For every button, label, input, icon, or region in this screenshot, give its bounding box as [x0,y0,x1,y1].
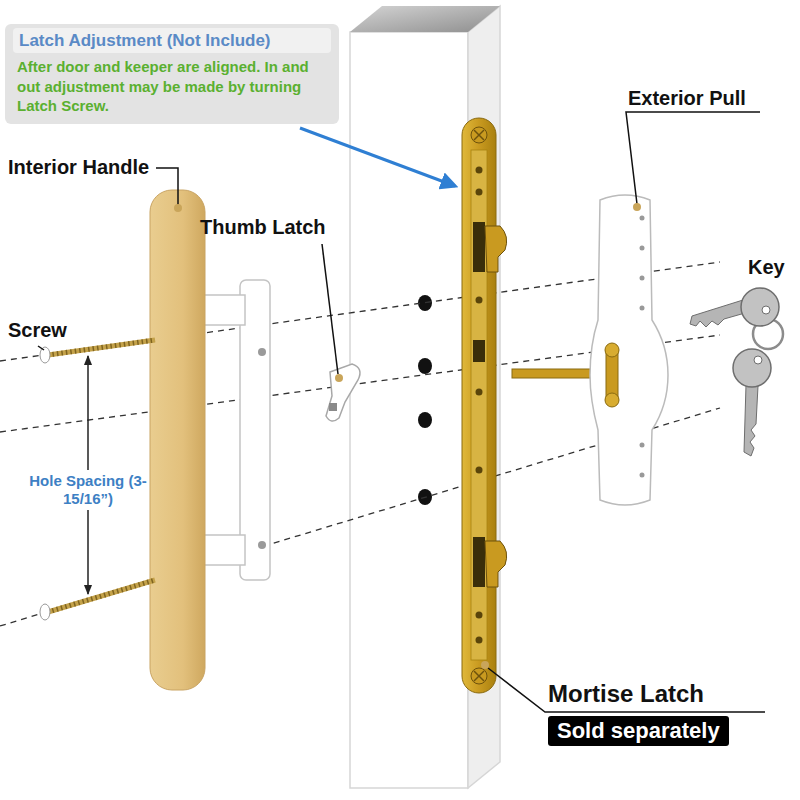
key-art [744,385,758,456]
key-art [754,356,762,364]
latch-adjust-arrow [300,128,455,186]
mortise-latch-plate [473,222,485,272]
key-art [690,300,745,327]
part-label: Interior Handle [8,155,149,179]
mortise-latch-plate [474,130,484,140]
leader-lines [38,346,44,350]
leader-lines [156,168,178,205]
mortise-latch-plate [474,671,484,681]
screws [48,580,155,612]
mortise-latch-plate [471,668,487,684]
mortise-latch-plate [476,297,483,304]
mortise-latch-plate [476,637,483,644]
exterior-pull-art [640,276,645,281]
mortise-latch-plate [473,340,485,362]
leader-dots [335,374,343,382]
exterior-pull-art [590,195,668,505]
mortise-latch-plate [471,127,487,143]
leader-lines [322,244,338,374]
note-heading: Latch Adjustment (Not Include) [13,28,331,53]
exterior-pull-art [640,473,645,478]
key-art [733,349,771,387]
exterior-pull-art [640,246,645,251]
leader-lines [488,668,765,712]
key-art [741,288,779,326]
interior-handle-art [150,190,270,690]
mortise-latch-plate [473,537,485,587]
key-art [690,288,783,456]
door-holes [418,295,432,505]
mortise-latch-plate [476,167,483,174]
part-tag: Mortise LatchSold separately [548,680,729,746]
interior-handle-art [150,190,205,690]
leader-dots [174,204,182,212]
thumb-latch-art [329,403,337,411]
exterior-pull-art [605,393,619,407]
interior-handle-art [203,295,245,325]
interior-handle-art [203,535,245,565]
part-label: Thumb Latch [200,215,326,239]
leader-dots [633,203,641,211]
mortise-latch-plate [462,118,496,693]
interior-handle-art [258,348,266,356]
mortise-latch-plate [476,612,483,619]
screws [40,604,50,620]
note-text: After door and keeper are aligned. In an… [13,57,331,116]
mortise-latch-plate [485,226,507,272]
part-name: Mortise Latch [548,680,704,708]
door-holes [418,295,432,311]
mortise-latch-plate [476,467,483,474]
mortise-latch-plate [476,189,483,196]
mortise-latch-plate [462,118,507,693]
door-column [350,32,468,788]
part-label: Screw [8,318,67,342]
door-holes [418,412,432,428]
thumb-latch-art [326,364,360,421]
dimension-label: Hole Spacing (3-15/16”) [28,470,148,510]
leader-dots [481,661,489,669]
screws [48,340,155,355]
door-holes [418,358,432,374]
mortise-latch-plate [474,130,484,140]
part-label: Key [748,255,785,279]
interior-handle-art [258,541,266,549]
leader-lines [38,112,765,712]
exterior-pull-art [640,443,645,448]
mortise-latch-plate [474,671,484,681]
latch-adjust-arrow [300,128,455,186]
exterior-pull-art [605,343,619,357]
note-box: Latch Adjustment (Not Include) After door… [5,24,339,124]
exterior-pull-art [512,195,668,505]
key-art [762,306,770,314]
exterior-pull-art [640,216,645,221]
leader-lines [626,112,760,204]
door-column [350,6,500,32]
screws [48,340,155,355]
thumb-latch-art [326,364,360,421]
part-label: Exterior Pull [628,86,746,110]
door-column [350,6,500,788]
screws [40,347,50,363]
leader-dots [174,203,641,669]
screws [48,580,155,612]
mortise-latch-plate [485,541,507,587]
exterior-pull-art [640,306,645,311]
mortise-latch-plate [476,389,483,396]
sold-separately-badge: Sold separately [548,716,729,746]
